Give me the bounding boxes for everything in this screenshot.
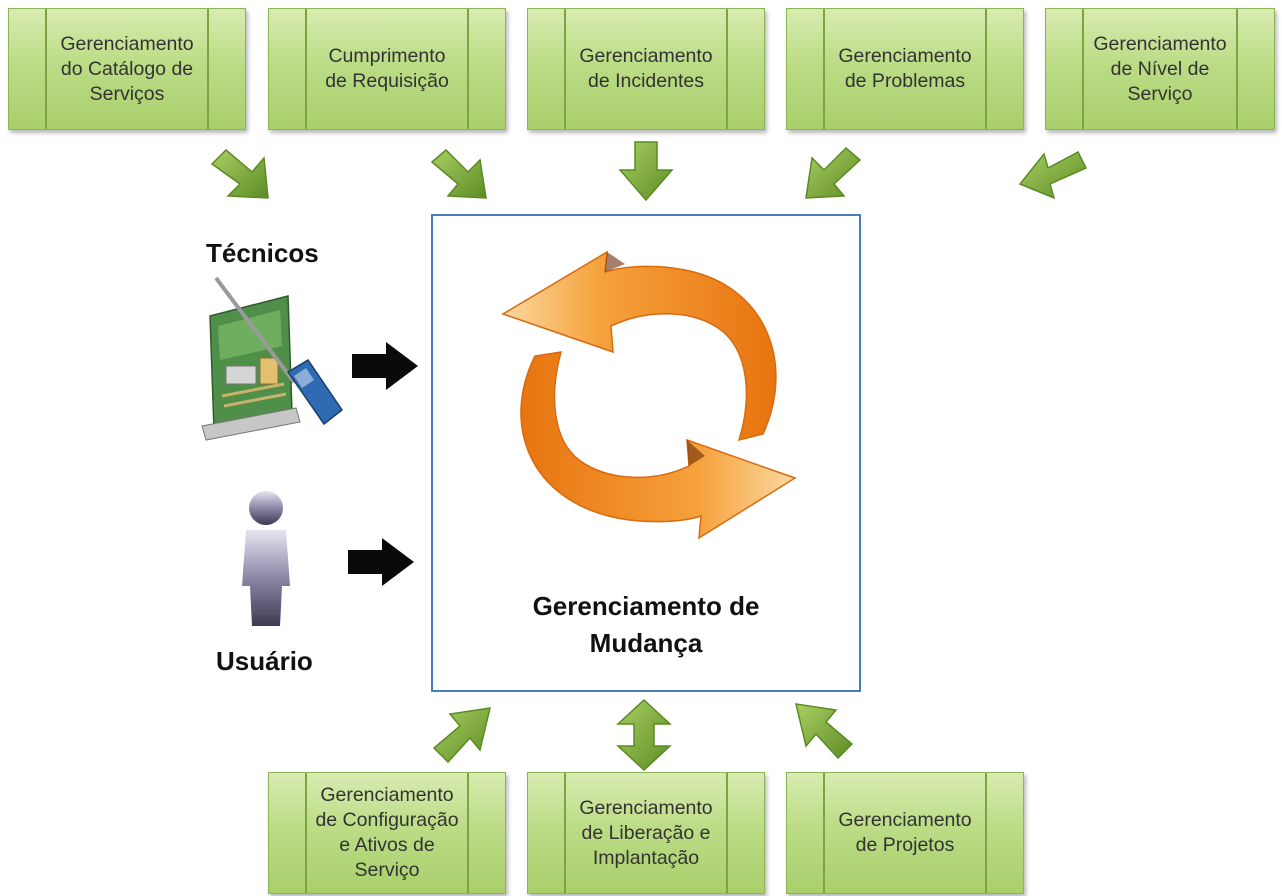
circuit-board-screwdriver-icon (201, 276, 344, 441)
process-box-release: Gerenciamento de Liberação e Implantação (527, 772, 765, 894)
arrow-up-right-icon (432, 707, 491, 764)
process-label: Gerenciamento do Catálogo de Serviços (60, 32, 194, 105)
process-label: Gerenciamento de Liberação e Implantação (579, 796, 713, 869)
process-box-request-fulfillment: Cumprimento de Requisição (268, 8, 506, 130)
change-management-label: Gerenciamento de Mudança (532, 591, 760, 658)
arrow-right-icon (352, 342, 418, 390)
arrow-down-right-icon (430, 148, 487, 199)
change-management-box: Gerenciamento de Mudança (431, 214, 861, 692)
process-label: Gerenciamento de Configuração e Ativos d… (315, 784, 459, 881)
process-label: Cumprimento de Requisição (325, 45, 449, 92)
technicians-label: Técnicos (206, 238, 319, 268)
arrow-up-down-icon (616, 698, 672, 772)
user-label: Usuário (216, 646, 313, 676)
arrow-up-left-icon (795, 703, 854, 760)
arrow-down-left-icon (1018, 150, 1088, 200)
user-silhouette-icon (242, 491, 290, 626)
arrow-down-left-icon (805, 146, 862, 199)
process-box-service-catalog: Gerenciamento do Catálogo de Serviços (8, 8, 246, 130)
arrow-down-right-icon (210, 148, 269, 199)
process-label: Gerenciamento de Problemas (838, 45, 972, 92)
process-label: Gerenciamento de Nível de Serviço (1093, 32, 1227, 105)
process-label: Gerenciamento de Projetos (838, 809, 972, 856)
process-box-incident: Gerenciamento de Incidentes (527, 8, 765, 130)
process-box-problem: Gerenciamento de Problemas (786, 8, 1024, 130)
process-box-projects: Gerenciamento de Projetos (786, 772, 1024, 894)
arrow-right-icon (348, 538, 414, 586)
arrow-down-icon (618, 141, 674, 202)
process-box-configuration: Gerenciamento de Configuração e Ativos d… (268, 772, 506, 894)
cycle-arrows-icon (501, 250, 797, 540)
process-box-service-level: Gerenciamento de Nível de Serviço (1045, 8, 1275, 130)
process-label: Gerenciamento de Incidentes (579, 45, 713, 92)
